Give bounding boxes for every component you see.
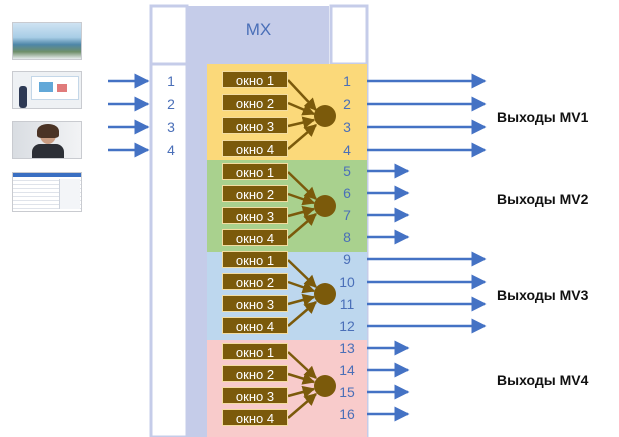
output-label-15: 15 <box>339 384 355 400</box>
combiner-group-mv3 <box>287 259 336 327</box>
thumbnail-document-screenshot <box>12 172 82 212</box>
window-box-mv2-2: окно 2 <box>222 185 288 202</box>
window-box-mv4-2: окно 2 <box>222 365 288 382</box>
combiner-group-mv1 <box>287 79 336 150</box>
input-label-2: 2 <box>167 96 175 112</box>
window-box-mv1-2: окно 2 <box>222 94 288 111</box>
group-label-mv3: Выходы MV3 <box>497 287 589 303</box>
input-label-1: 1 <box>167 73 175 89</box>
combiner-group-mv4 <box>287 351 336 419</box>
window-box-mv3-3: окно 3 <box>222 295 288 312</box>
window-box-mv2-1: окно 1 <box>222 163 288 180</box>
group-label-mv1: Выходы MV1 <box>497 109 589 125</box>
thumbnail-woman-on-video-call <box>12 121 82 159</box>
output-label-1: 1 <box>343 73 351 89</box>
output-label-4: 4 <box>343 142 351 158</box>
output-label-8: 8 <box>343 229 351 245</box>
output-label-10: 10 <box>339 274 355 290</box>
output-label-14: 14 <box>339 362 355 378</box>
window-box-mv1-4: окно 4 <box>222 140 288 157</box>
thumbnail-presenter-at-screen <box>12 71 82 109</box>
input-column-frame <box>149 4 189 437</box>
input-label-3: 3 <box>167 119 175 135</box>
output-label-2: 2 <box>343 96 351 112</box>
output-label-11: 11 <box>339 296 355 312</box>
output-label-13: 13 <box>339 340 355 356</box>
group-label-mv4: Выходы MV4 <box>497 372 589 388</box>
combiner-node-mv1 <box>314 105 336 127</box>
output-label-9: 9 <box>343 251 351 267</box>
mx-title: MX <box>245 20 272 39</box>
output-label-5: 5 <box>343 163 351 179</box>
window-box-mv4-4: окно 4 <box>222 409 288 426</box>
output-label-12: 12 <box>339 318 355 334</box>
output-label-6: 6 <box>343 185 351 201</box>
window-box-mv1-1: окно 1 <box>222 71 288 88</box>
window-box-mv3-1: окно 1 <box>222 251 288 268</box>
thumbnail-lake-landscape <box>12 22 82 60</box>
output-label-3: 3 <box>343 119 351 135</box>
window-box-mv3-2: окно 2 <box>222 273 288 290</box>
window-box-mv4-1: окно 1 <box>222 343 288 360</box>
output-label-16: 16 <box>339 406 355 422</box>
window-box-mv2-4: окно 4 <box>222 229 288 246</box>
window-box-mv3-4: окно 4 <box>222 317 288 334</box>
combiner-node-mv4 <box>314 375 336 397</box>
input-label-4: 4 <box>167 142 175 158</box>
window-box-mv4-3: окно 3 <box>222 387 288 404</box>
group-label-mv2: Выходы MV2 <box>497 191 589 207</box>
window-box-mv2-3: окно 3 <box>222 207 288 224</box>
combiner-node-mv2 <box>314 195 336 217</box>
combiner-group-mv2 <box>287 171 336 239</box>
output-label-7: 7 <box>343 207 351 223</box>
combiner-node-mv3 <box>314 283 336 305</box>
window-box-mv1-3: окно 3 <box>222 117 288 134</box>
